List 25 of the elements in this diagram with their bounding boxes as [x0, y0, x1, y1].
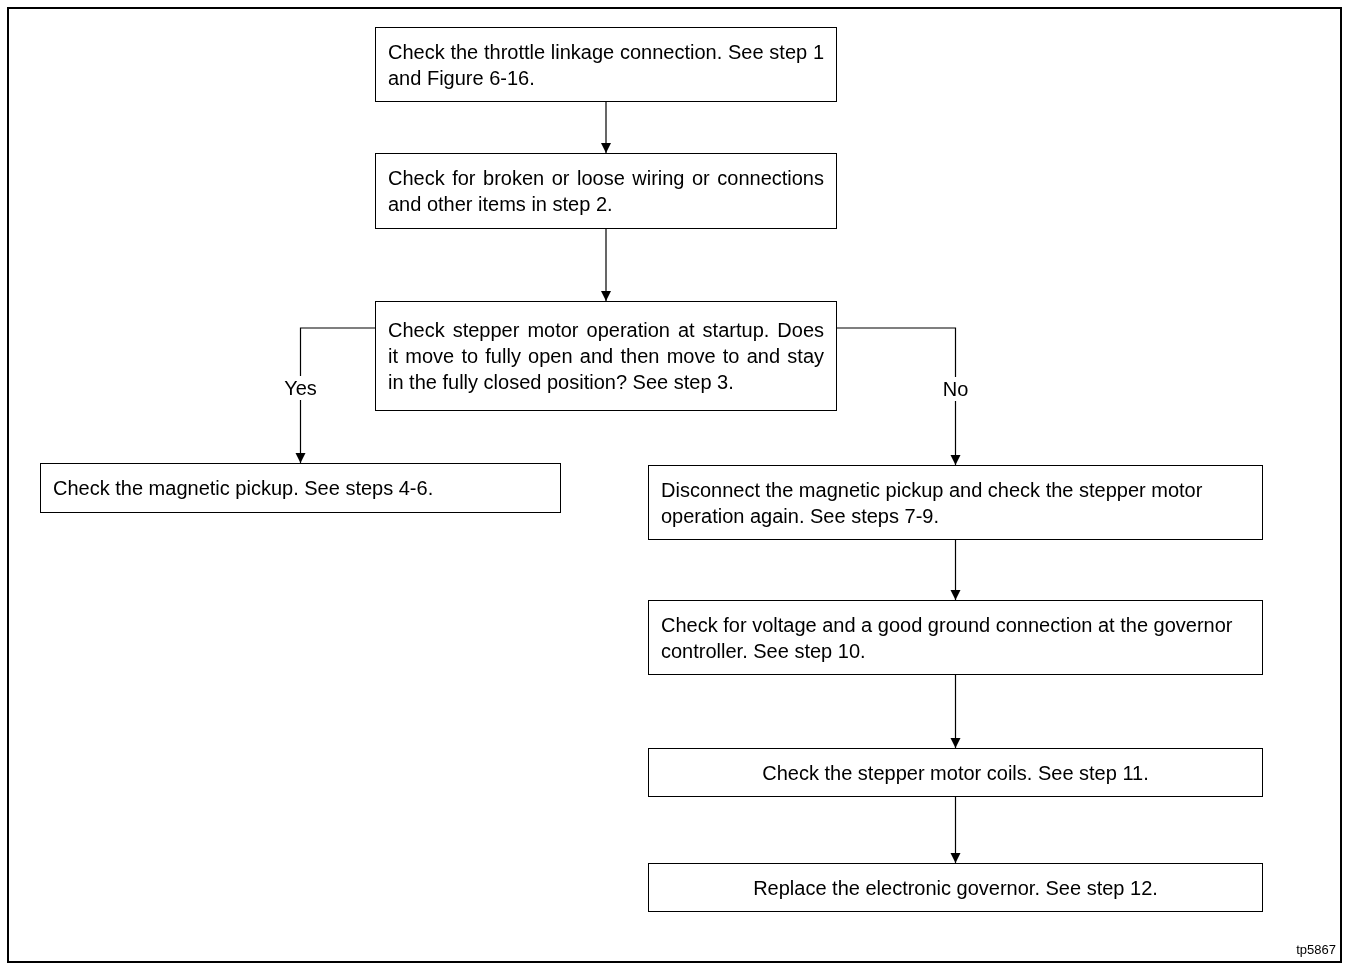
- arrow: [295, 327, 376, 464]
- arrow: [601, 228, 611, 302]
- process-box: [375, 301, 837, 411]
- arrow: [950, 796, 961, 864]
- step-text: Check for broken or loose wiring or connections and other items in step 2.: [388, 166, 824, 217]
- process-box: [648, 600, 1263, 675]
- step-text: Check for voltage and a good ground connection at the governor controller. See step 10.: [661, 612, 1234, 664]
- process-box: [648, 748, 1263, 797]
- step-text: Check the magnetic pickup. See steps 4-6.: [53, 476, 435, 501]
- step-text: Check stepper motor operation at startup. Does it move to fully open and then move to and stay in the fully closed position? See step 3.: [388, 318, 824, 395]
- process-box: [648, 863, 1263, 912]
- step-text: Check the stepper motor coils. See step 11.: [761, 760, 1150, 786]
- figure-number: tp5867: [1296, 941, 1336, 959]
- process-box: [40, 463, 561, 513]
- process-box: [648, 465, 1263, 540]
- arrow: [836, 327, 961, 466]
- process-box: [375, 153, 837, 229]
- arrow: [601, 101, 611, 154]
- process-box: [375, 27, 837, 102]
- step-text: Replace the electronic governor. See step 12.: [752, 875, 1159, 901]
- arrow: [950, 539, 961, 601]
- step-text: Disconnect the magnetic pickup and check the stepper motor operation again. See steps 7-9.: [661, 477, 1204, 529]
- edge-label: Yes: [282, 375, 319, 400]
- step-text: Check the throttle linkage connection. See step 1 and Figure 6-16.: [388, 39, 824, 91]
- arrow: [950, 674, 961, 749]
